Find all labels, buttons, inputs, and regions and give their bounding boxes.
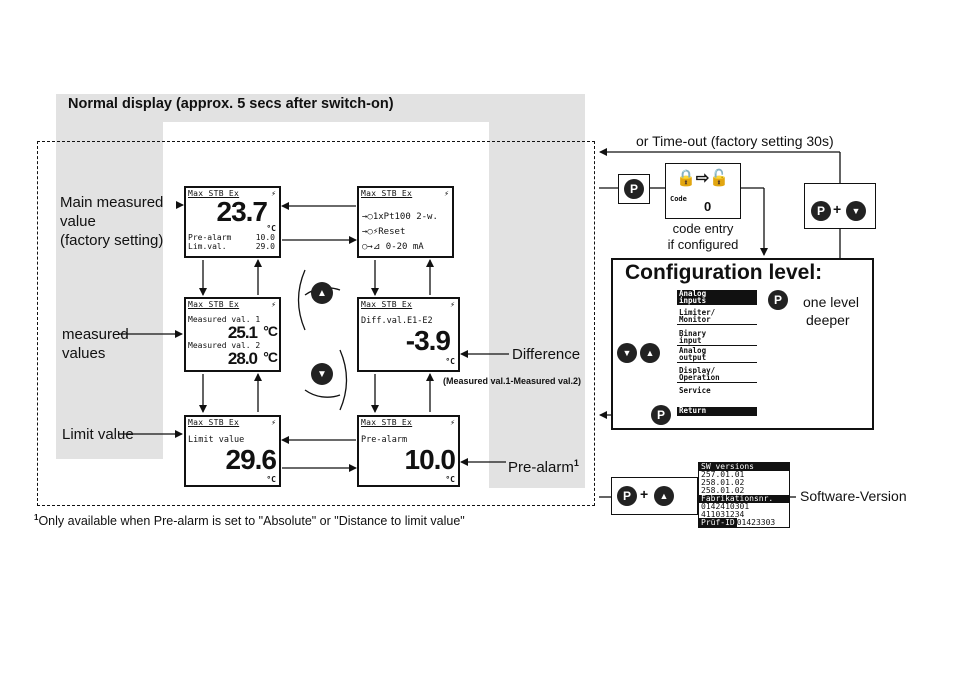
main-unit: °C <box>266 224 276 233</box>
up-button[interactable]: ▲ <box>654 486 674 506</box>
lcd-info-screen: Max STB Ex ⚡ →○1xPt100 2-w. →○⚡Reset ○→⊿… <box>357 186 454 258</box>
code-value: 0 <box>704 199 712 214</box>
lcd-header: Max STB Ex <box>188 418 240 427</box>
software-version-box: SW versions 257.01.01 258.01.02 258.01.0… <box>698 462 790 528</box>
prealarm-value: 10.0 <box>404 444 456 475</box>
sw-version-3: 258.01.02 <box>701 486 745 495</box>
sw-title: SW versions <box>699 463 789 471</box>
lcd-header: Max STB Ex <box>361 418 413 427</box>
main-row-2-label: Lim.val. <box>188 242 227 251</box>
main-row-1-value: 10.0 <box>255 233 275 242</box>
measured-value-1: 25.1 <box>227 323 258 342</box>
dashed-frame <box>37 141 595 506</box>
reset-icon: →○⚡ <box>362 227 379 237</box>
limit-value-label: Limit value <box>62 426 134 443</box>
p-button[interactable]: P <box>651 405 671 425</box>
down-button[interactable]: ▼ <box>617 343 637 363</box>
p-button[interactable]: P <box>811 201 831 221</box>
diff-label: Diff.val.E1-E2 <box>361 316 433 326</box>
p-down-combo-frame <box>804 183 876 229</box>
info-row-3: ○→⊿ 0-20 mA <box>362 242 424 252</box>
measured-label-1: Measured val. 1 <box>188 315 261 324</box>
edit-icon: ⚡ <box>450 300 455 309</box>
main-measured-label: Main measured value (factory setting) <box>60 194 164 249</box>
edit-icon: ⚡ <box>450 418 455 427</box>
limit-value: 29.6 <box>225 444 277 475</box>
sw-version-1: 257.01.01 <box>701 470 745 479</box>
edit-icon: ⚡ <box>271 189 276 198</box>
measured-value-2: 28.0 <box>227 349 258 368</box>
lcd-header: Max STB Ex <box>361 300 413 309</box>
menu-item-limiter-monitor[interactable]: Limiter/Monitor <box>677 309 757 325</box>
edit-icon: ⚡ <box>271 300 276 309</box>
down-button[interactable]: ▼ <box>311 363 333 385</box>
sw-version-2: 258.01.02 <box>701 478 745 487</box>
measured-unit-1: °C <box>263 323 278 339</box>
fab-label: Fabrikationsnr. <box>699 495 789 503</box>
menu-item-return[interactable]: Return <box>677 407 757 416</box>
p-button[interactable]: P <box>624 179 644 199</box>
prealarm-unit: °C <box>445 475 455 484</box>
lock-unlock-icon: 🔒⇨🔓 <box>676 170 730 187</box>
edit-icon: ⚡ <box>444 189 449 198</box>
lcd-difference-screen: Max STB Ex ⚡ Diff.val.E1-E2 -3.9 °C <box>357 297 460 372</box>
p-key-frame <box>618 174 650 204</box>
measured-label-2: Measured val. 2 <box>188 341 261 350</box>
up-button[interactable]: ▲ <box>311 282 333 304</box>
main-value: 23.7 <box>216 196 268 227</box>
lcd-main-screen: Max STB Ex ⚡ 23.7 °C Pre-alarm 10.0 Lim.… <box>184 186 281 258</box>
menu-item-display-operation[interactable]: Display/Operation <box>677 367 757 383</box>
lcd-header: Max STB Ex <box>361 189 413 198</box>
gray-region-left <box>56 94 163 459</box>
limit-label: Limit value <box>188 435 245 445</box>
difference-label: Difference <box>512 346 581 363</box>
config-title: Configuration level: <box>625 261 823 284</box>
info-row-1: →○1xPt100 2-w. <box>362 212 438 222</box>
code-entry-label: code entry if configured <box>667 221 739 252</box>
diff-value: -3.9 <box>405 325 451 356</box>
timeout-label: or Time-out (factory setting 30s) <box>636 133 834 149</box>
edit-icon: ⚡ <box>271 418 276 427</box>
code-small-label: Code <box>670 195 687 203</box>
plus-sign: + <box>640 486 649 502</box>
menu-item-service[interactable]: Service <box>679 386 711 395</box>
pre-alarm-label: Pre-alarm1 <box>508 458 579 476</box>
p-button[interactable]: P <box>768 290 788 310</box>
one-level-deeper-label: one level deeper <box>803 294 860 328</box>
output-icon: ○→⊿ <box>362 242 386 252</box>
lcd-measured-screen: Max STB Ex ⚡ Measured val. 1 25.1 °C Mea… <box>184 297 281 372</box>
page-title: Normal display (approx. 5 secs after swi… <box>68 96 394 112</box>
fab-line-2: 411031234 <box>701 510 745 519</box>
info-row-2: →○⚡Reset <box>362 227 406 237</box>
up-button[interactable]: ▲ <box>640 343 660 363</box>
p-up-combo-frame <box>611 477 698 515</box>
prealarm-label: Pre-alarm <box>361 435 408 445</box>
code-box: 🔒⇨🔓 Code 0 <box>665 163 741 219</box>
software-version-label: Software-Version <box>800 488 907 504</box>
lcd-header: Max STB Ex <box>188 300 240 309</box>
gray-region-right <box>489 94 585 488</box>
lcd-limit-screen: Max STB Ex ⚡ Limit value 29.6 °C <box>184 415 281 487</box>
footnote: 1Only available when Pre-alarm is set to… <box>34 513 465 529</box>
down-button[interactable]: ▼ <box>846 201 866 221</box>
limit-unit: °C <box>266 475 276 484</box>
main-row-2-value: 29.0 <box>255 242 275 251</box>
difference-formula-label: (Measured val.1-Measured val.2) <box>443 376 582 386</box>
plus-sign: + <box>833 201 842 217</box>
p-button[interactable]: P <box>617 486 637 506</box>
diff-unit: °C <box>445 357 455 366</box>
fab-line-1: 0142410301 <box>701 502 750 511</box>
measured-values-label: measured values <box>62 326 129 362</box>
lcd-header: Max STB Ex <box>188 189 240 198</box>
main-row-1-label: Pre-alarm <box>188 233 232 242</box>
measured-unit-2: °C <box>263 349 278 365</box>
input-arrow-icon: →○ <box>362 212 373 222</box>
lcd-prealarm-screen: Max STB Ex ⚡ Pre-alarm 10.0 °C <box>357 415 460 487</box>
